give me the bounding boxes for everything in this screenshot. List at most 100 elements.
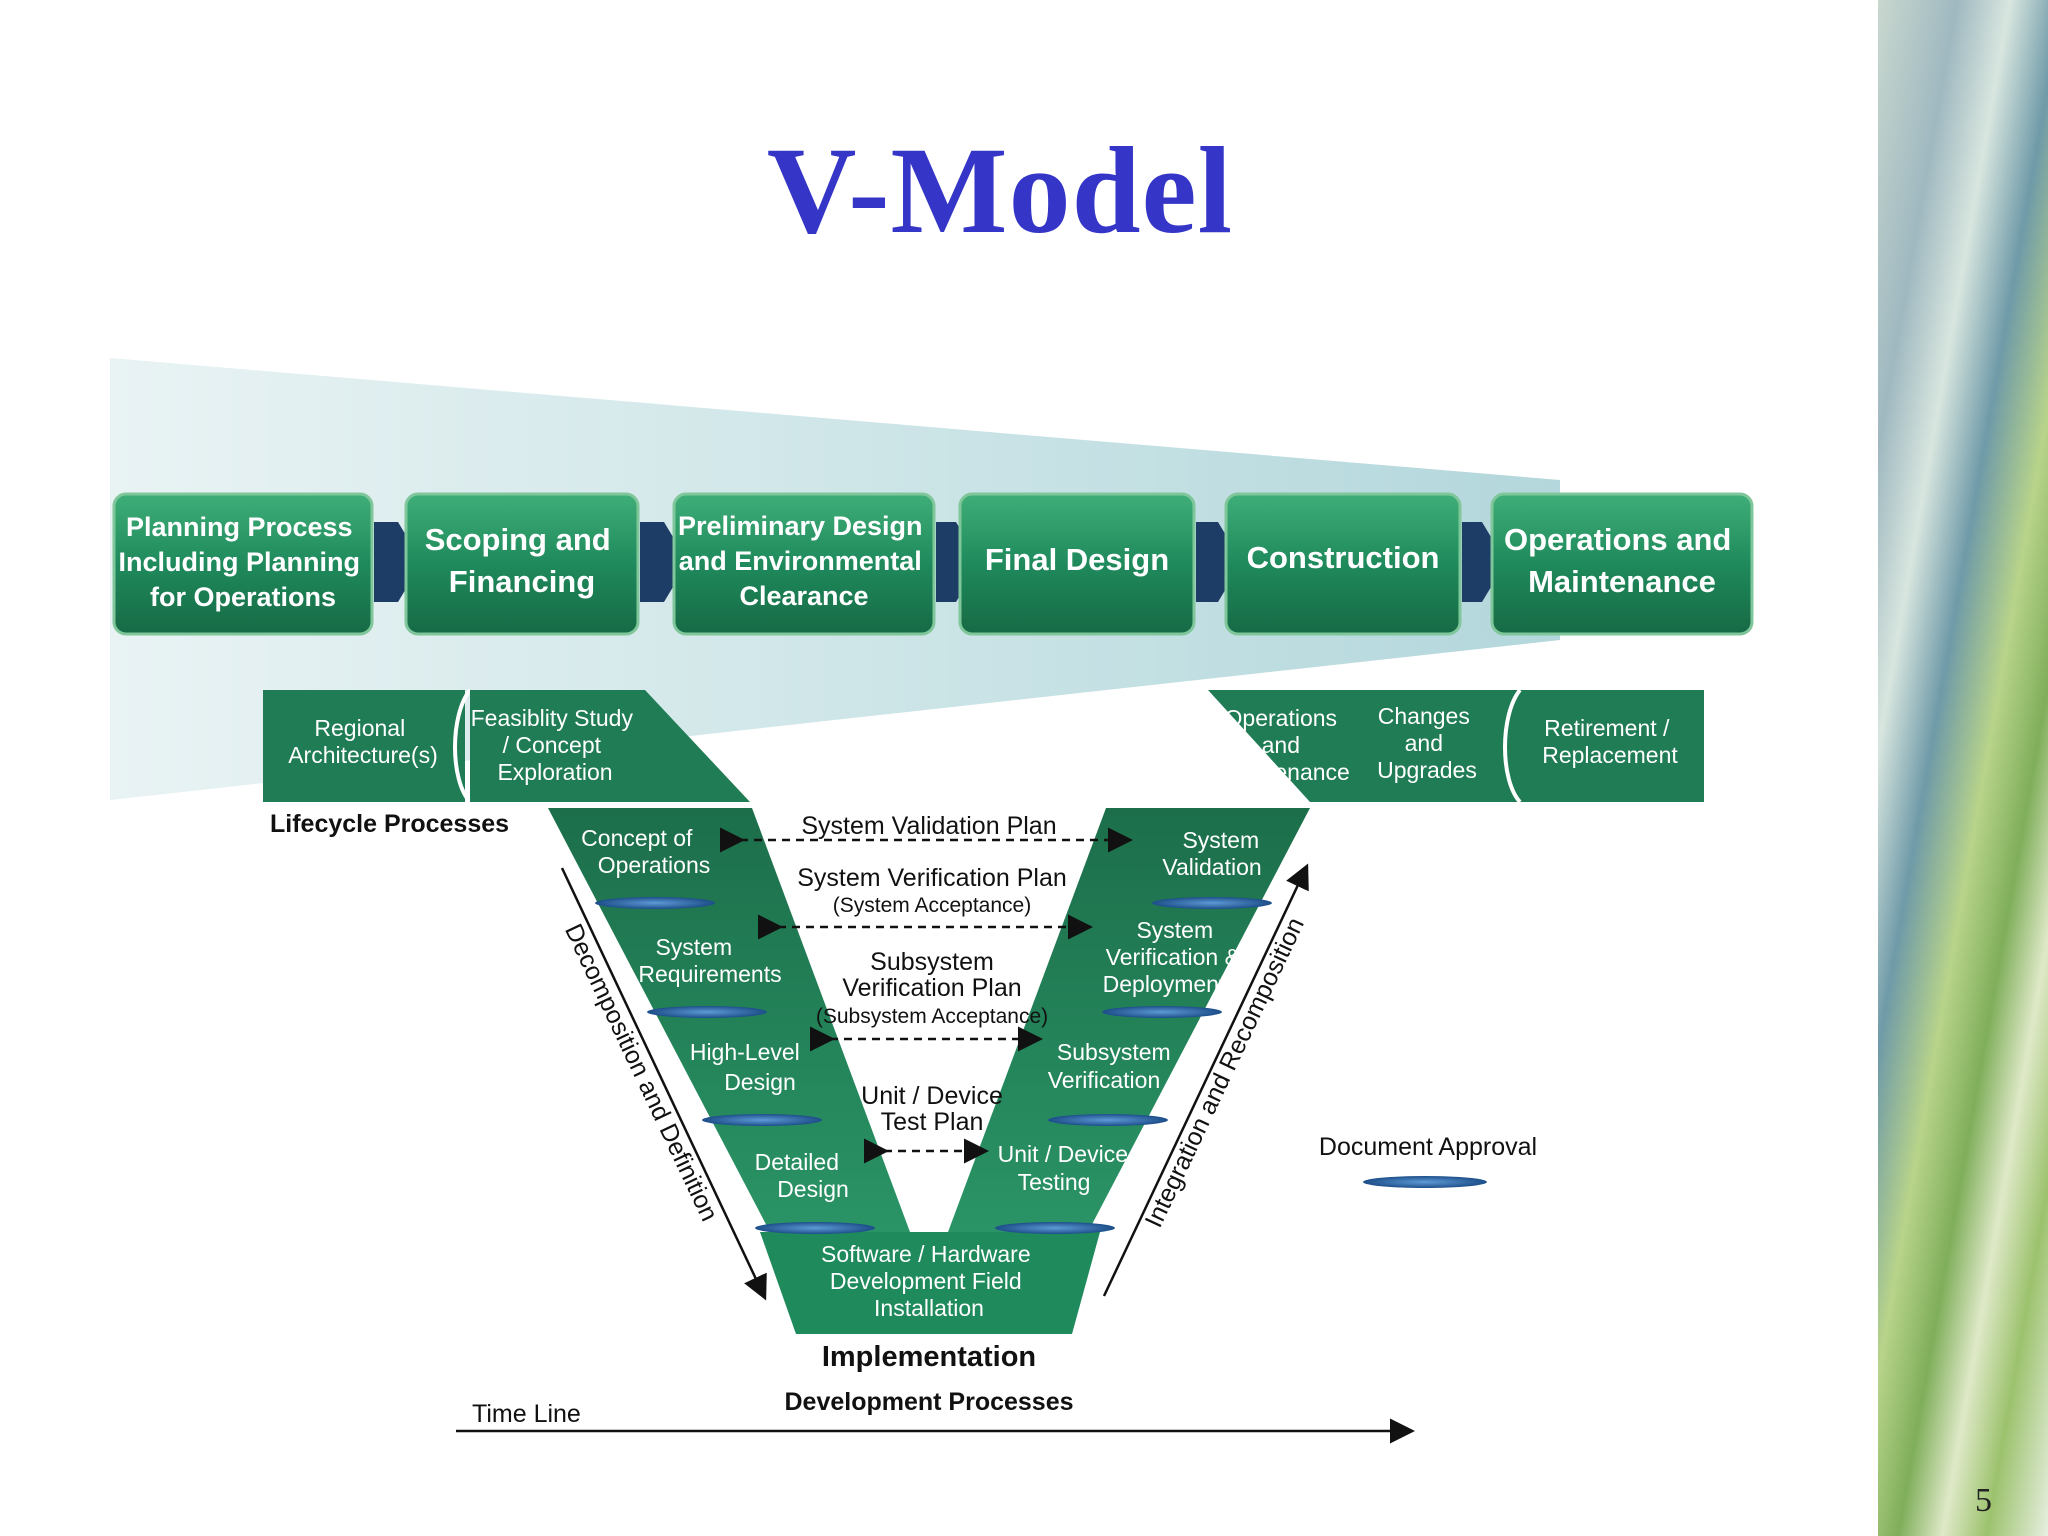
system-acceptance-label: (System Acceptance) (833, 894, 1031, 917)
subsystem-verification-label: Verification (1048, 1067, 1161, 1093)
svg-text:Scoping and Financing: Scoping and Financing (425, 522, 620, 599)
unit-test-plan-label: Test Plan (881, 1108, 984, 1136)
software-hardware-label: Development Field (830, 1268, 1022, 1294)
phase-label: Planning Process (126, 512, 353, 542)
svg-text:Operations and Mainten: Operations and Maintenance (1504, 522, 1740, 599)
document-approval-legend-label: Document Approval (1319, 1133, 1537, 1161)
integration-arrow (1102, 863, 1309, 1297)
svg-text:Software / Hardware Develo: Software / Hardware Development Field In… (821, 1241, 1037, 1321)
phase-label: Construction (1247, 540, 1440, 575)
operations-maintenance-label: Maintenance (1218, 759, 1350, 785)
feasibility-label: Feasiblity Study (471, 705, 634, 731)
phase-arrow (936, 522, 980, 602)
v-bottom-block (760, 1232, 1100, 1334)
phase-label: Operations and (1504, 522, 1731, 557)
v-right-arm (948, 808, 1310, 1232)
svg-text:Unit / Device Testing: Unit / Device Testing (998, 1141, 1135, 1195)
system-verification-label: Verification & (1106, 944, 1240, 970)
svg-text:Feasiblity Study / Conce: Feasiblity Study / Concept Exploration (471, 705, 640, 785)
lifecycle-band-right: Operations and Maintenance Changes and U… (1208, 688, 1704, 804)
feasibility-label: Exploration (497, 759, 612, 785)
regional-architecture-label: Regional (314, 715, 405, 741)
svg-text:Planning Process Inclu: Planning Process Including Planning for … (119, 512, 368, 612)
high-level-design-label: High-Level (690, 1039, 800, 1065)
feasibility-label: / Concept (503, 732, 602, 758)
lifecycle-processes-label: Lifecycle Processes (270, 810, 509, 838)
document-approval-legend-bar (1363, 1176, 1487, 1188)
subsystem-plan-label: Verification Plan (842, 974, 1021, 1002)
phase-label: Preliminary Design (678, 511, 923, 541)
svg-text:High-Level Design: High-Level Design (690, 1039, 806, 1095)
decomposition-arrow (560, 867, 767, 1301)
approval-bar (1048, 1114, 1168, 1126)
approval-bar (1102, 1006, 1222, 1018)
phase-label: Maintenance (1528, 564, 1716, 599)
decorative-side-stripe (1878, 0, 2048, 1536)
phase-box-construction: Construction (1224, 492, 1462, 636)
svg-text:Subsystem Verification: Subsystem Verification (1048, 1039, 1177, 1093)
approval-bar (702, 1114, 822, 1126)
phase-arrow (1196, 522, 1242, 602)
svg-text:Changes and Upgrad: Changes and Upgrades (1377, 703, 1477, 783)
development-processes-label: Development Processes (784, 1388, 1073, 1416)
phase-label: Financing (449, 564, 595, 599)
subsystem-acceptance-label: (Subsystem Acceptance) (816, 1005, 1048, 1028)
phase-label: Including Planning (119, 547, 360, 577)
phase-box-final-design: Final Design (958, 492, 1196, 636)
svg-text:Regional Architecture(s): Regional Architecture(s) (288, 715, 438, 768)
software-hardware-label: Installation (874, 1295, 984, 1321)
lifecycle-band-left: Regional Architecture(s) Feasiblity Stud… (263, 688, 750, 804)
svg-text:Retirement / Replacement: Retirement / Replacement (1542, 715, 1678, 768)
phase-box-operations: Operations and Maintenance (1490, 492, 1754, 636)
svg-text:System Validation: System Validation (1162, 827, 1265, 880)
regional-architecture-label: Architecture(s) (288, 742, 438, 768)
svg-text:System Verification &: System Verification & Deployment (1103, 917, 1247, 997)
v-left-arm (548, 808, 910, 1232)
phase-label: Final Design (985, 542, 1169, 577)
approval-bar (1152, 897, 1272, 909)
system-requirements-label: Requirements (638, 961, 781, 987)
concept-of-operations-label: Concept of (581, 825, 693, 851)
retirement-label: Retirement / (1544, 715, 1670, 741)
subsystem-plan-label: Subsystem (870, 948, 994, 976)
svg-text:Preliminary Design and: Preliminary Design and Environmental Cle… (678, 511, 930, 611)
system-validation-label: System (1182, 827, 1259, 853)
approval-bars (595, 897, 1272, 1234)
svg-text:Construction: Construction (1247, 540, 1440, 575)
svg-text:Detailed Design: Detailed Design (755, 1149, 849, 1202)
phase-label: for Operations (150, 582, 336, 612)
concept-of-operations-label: Operations (598, 852, 711, 878)
unit-device-testing-label: Testing (1018, 1169, 1091, 1195)
retirement-label: Replacement (1542, 742, 1678, 768)
phase-arrow (1462, 522, 1506, 602)
page-number: 5 (1975, 1482, 1992, 1519)
approval-bar (595, 897, 715, 909)
operations-maintenance-label: and (1262, 732, 1300, 758)
approval-bar (995, 1222, 1115, 1234)
implementation-label: Implementation (822, 1341, 1036, 1373)
svg-text:Operations and Mai: Operations and Maintenance (1218, 705, 1350, 785)
changes-upgrades-label: Changes (1378, 703, 1470, 729)
system-verification-plan-label: System Verification Plan (797, 864, 1067, 892)
slide-title: V-Model (766, 122, 1234, 259)
changes-upgrades-label: Upgrades (1377, 757, 1477, 783)
high-level-design-label: Design (724, 1069, 796, 1095)
unit-test-plan-label: Unit / Device (861, 1082, 1003, 1110)
svg-text:Final Design: Final Design (985, 542, 1169, 577)
svg-text:Concept of Operations: Concept of Operations (581, 825, 710, 878)
system-validation-plan-label: System Validation Plan (801, 812, 1056, 840)
unit-device-testing-label: Unit / Device (998, 1141, 1128, 1167)
timeline-label: Time Line (472, 1400, 581, 1428)
phase-box-preliminary-design: Preliminary Design and Environmental Cle… (672, 492, 936, 636)
phase-label: Clearance (739, 581, 868, 611)
phase-row: Planning Process Including Planning for … (112, 492, 1754, 636)
svg-text:System Requirements: System Requirements (638, 934, 781, 987)
system-requirements-label: System (655, 934, 732, 960)
system-verification-label: Deployment (1103, 971, 1226, 997)
system-verification-label: System (1136, 917, 1213, 943)
operations-maintenance-label: Operations (1225, 705, 1338, 731)
software-hardware-label: Software / Hardware (821, 1241, 1031, 1267)
system-validation-label: Validation (1162, 854, 1261, 880)
subsystem-verification-label: Subsystem (1057, 1039, 1171, 1065)
